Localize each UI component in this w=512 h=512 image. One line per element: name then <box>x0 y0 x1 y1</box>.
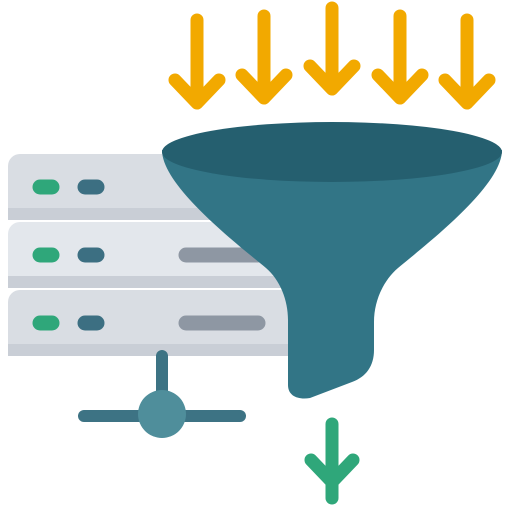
network-node-icon <box>78 350 246 438</box>
incoming-arrows-group <box>168 1 496 110</box>
arrow-down-icon <box>371 9 429 105</box>
arrow-down-icon <box>438 13 496 110</box>
server-unit-3 <box>8 290 308 356</box>
outgoing-arrow <box>304 417 360 505</box>
server-unit-edge <box>8 344 308 356</box>
server-unit-body <box>8 290 308 356</box>
arrow-down-icon <box>168 13 226 110</box>
server-rack-icon <box>8 154 308 356</box>
arrow-down-icon <box>304 417 360 505</box>
funnel-icon <box>162 122 502 399</box>
network-node <box>138 390 186 438</box>
server-unit-edge <box>8 276 308 288</box>
funnel-rim <box>162 122 502 182</box>
arrow-down-icon <box>303 1 361 96</box>
funnel-body <box>162 150 502 399</box>
arrow-down-icon <box>235 9 293 105</box>
